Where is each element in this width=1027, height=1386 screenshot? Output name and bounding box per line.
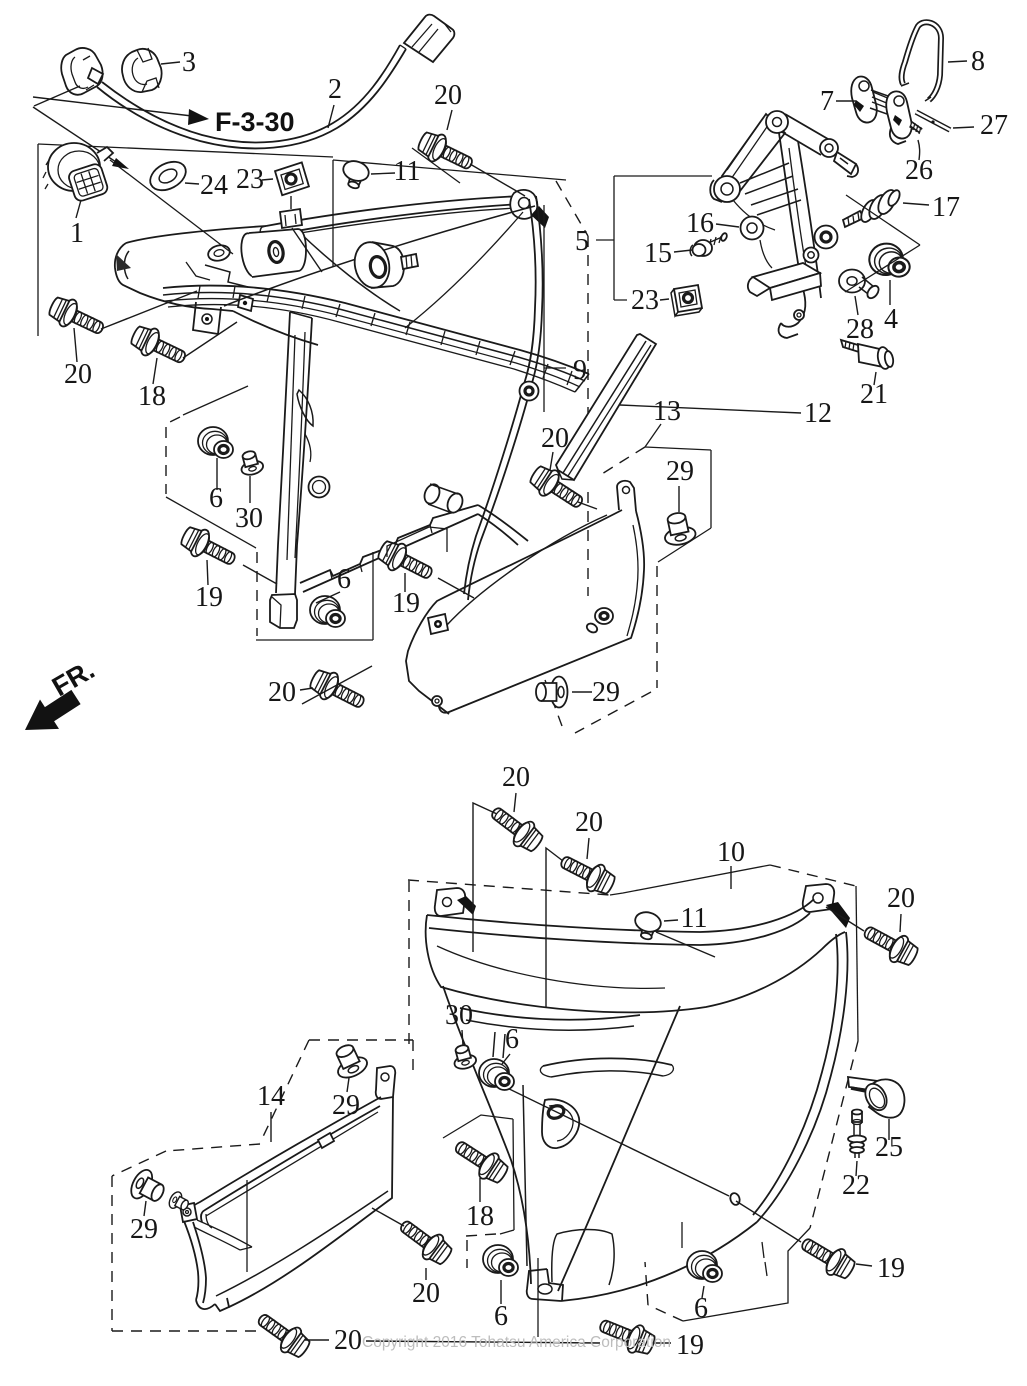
svg-text:13: 13 <box>653 396 681 427</box>
svg-text:1: 1 <box>70 218 84 249</box>
svg-text:16: 16 <box>686 208 714 239</box>
svg-text:29: 29 <box>332 1090 360 1121</box>
svg-text:2: 2 <box>328 74 342 105</box>
svg-text:Copyright 2016 Tohatsu America: Copyright 2016 Tohatsu America Corporati… <box>362 1334 671 1351</box>
svg-text:20: 20 <box>887 883 915 914</box>
svg-text:28: 28 <box>846 314 874 345</box>
svg-text:F-3-30: F-3-30 <box>215 107 295 137</box>
svg-text:20: 20 <box>502 762 530 793</box>
svg-text:20: 20 <box>64 359 92 390</box>
svg-text:30: 30 <box>445 1000 473 1031</box>
svg-text:15: 15 <box>644 238 672 269</box>
svg-text:6: 6 <box>505 1024 519 1055</box>
svg-text:8: 8 <box>971 46 985 77</box>
svg-text:18: 18 <box>138 381 166 412</box>
svg-text:23: 23 <box>631 285 659 316</box>
svg-text:19: 19 <box>676 1330 704 1361</box>
svg-text:24: 24 <box>200 170 228 201</box>
svg-text:19: 19 <box>877 1253 905 1284</box>
svg-text:6: 6 <box>209 483 223 514</box>
svg-text:3: 3 <box>182 47 196 78</box>
svg-text:12: 12 <box>804 398 832 429</box>
svg-text:9: 9 <box>573 355 587 386</box>
svg-text:10: 10 <box>717 837 745 868</box>
svg-text:27: 27 <box>980 110 1008 141</box>
svg-text:19: 19 <box>195 582 223 613</box>
svg-text:20: 20 <box>334 1325 362 1356</box>
svg-text:20: 20 <box>434 80 462 111</box>
svg-text:6: 6 <box>494 1301 508 1332</box>
svg-text:29: 29 <box>666 456 694 487</box>
svg-text:19: 19 <box>392 588 420 619</box>
svg-text:20: 20 <box>575 807 603 838</box>
svg-text:7: 7 <box>820 86 834 117</box>
svg-text:11: 11 <box>681 903 708 934</box>
svg-text:20: 20 <box>541 423 569 454</box>
svg-text:30: 30 <box>235 503 263 534</box>
svg-text:20: 20 <box>268 677 296 708</box>
svg-text:17: 17 <box>932 192 960 223</box>
svg-text:20: 20 <box>412 1278 440 1309</box>
svg-text:6: 6 <box>694 1293 708 1324</box>
svg-text:29: 29 <box>592 677 620 708</box>
svg-text:18: 18 <box>466 1201 494 1232</box>
svg-text:4: 4 <box>884 304 898 335</box>
svg-text:23: 23 <box>236 164 264 195</box>
svg-text:29: 29 <box>130 1214 158 1245</box>
svg-text:14: 14 <box>257 1081 285 1112</box>
svg-text:6: 6 <box>337 564 351 595</box>
svg-text:5: 5 <box>575 226 589 257</box>
svg-text:22: 22 <box>842 1170 870 1201</box>
svg-text:26: 26 <box>905 155 933 186</box>
svg-text:11: 11 <box>394 156 421 187</box>
